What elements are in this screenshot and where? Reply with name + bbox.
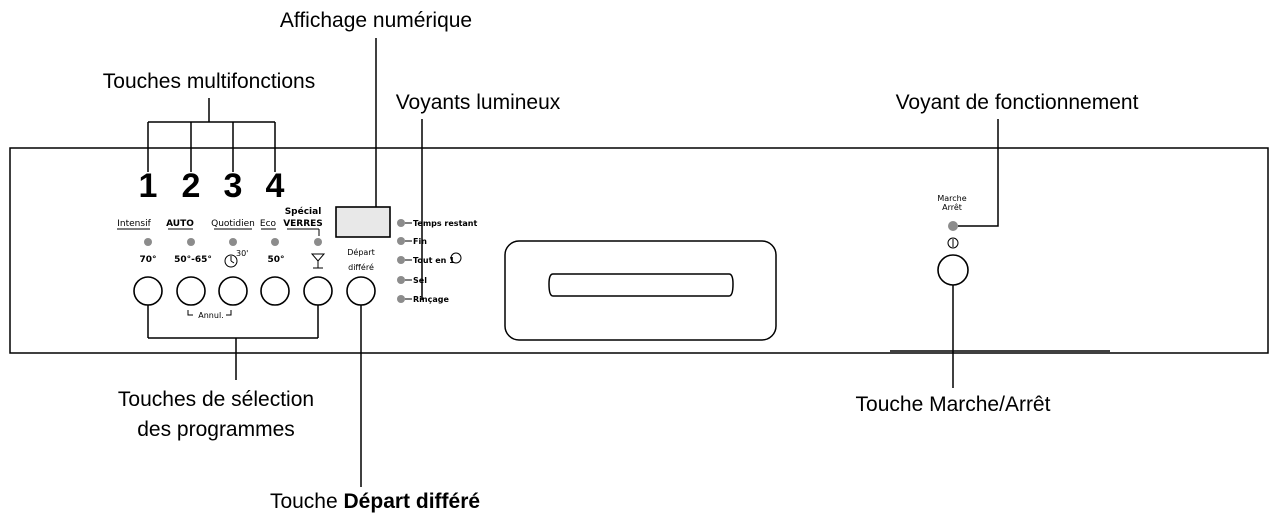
annul-label: Annul. — [198, 311, 223, 320]
multifunction-bracket — [147, 98, 276, 172]
program-button-3[interactable] — [218, 276, 248, 306]
program-label-quotidien: Quotidien — [211, 219, 255, 229]
glass-icon — [310, 253, 326, 269]
indicator-sel: Sel — [397, 276, 427, 285]
onoff-label-line2: Arrêt — [942, 202, 962, 212]
handle-recess — [504, 240, 777, 341]
program-label-auto: AUTO — [166, 219, 194, 229]
indicator-rincage: Rinçage — [397, 295, 449, 304]
svg-text:Fin: Fin — [413, 237, 427, 246]
program-label-special: Spécial — [285, 206, 322, 217]
temp-70: 70° — [139, 255, 156, 265]
indicator-fin: Fin — [397, 237, 427, 246]
program-button-4[interactable] — [260, 276, 290, 306]
program-led-1 — [144, 238, 152, 246]
callout-delay-key: Touche Départ différé — [270, 490, 480, 513]
svg-text:Temps restant: Temps restant — [413, 219, 477, 228]
callout-program-select-1: Touches de sélection — [118, 388, 314, 411]
callout-program-select-2: des programmes — [137, 418, 295, 441]
power-icon — [947, 237, 959, 249]
temp-50-65: 50°-65° — [174, 255, 212, 265]
program-led-2 — [187, 238, 195, 246]
svg-text:Tout en 1: Tout en 1 — [413, 256, 455, 265]
key-number-1: 1 — [139, 167, 158, 205]
operation-led — [948, 221, 958, 231]
key-number-2: 2 — [182, 167, 201, 205]
callout-multifunction: Touches multifonctions — [103, 70, 315, 93]
svg-text:Sel: Sel — [413, 276, 427, 285]
onoff-label-line1: Marche — [937, 194, 966, 203]
annul-bracket-left — [187, 310, 193, 316]
key-number-4: 4 — [266, 167, 285, 205]
indicator-temps-restant: Temps restant — [397, 219, 477, 228]
panel-outline — [9, 147, 1269, 354]
callout-indicators: Voyants lumineux — [396, 91, 561, 114]
clock-icon — [224, 254, 238, 268]
callout-onoff-key: Touche Marche/Arrêt — [856, 393, 1051, 416]
program-button-1[interactable] — [133, 276, 163, 306]
delay-label-line2: différé — [348, 262, 374, 272]
temp-50: 50° — [267, 255, 284, 265]
program-led-5 — [314, 238, 322, 246]
program-button-5[interactable] — [303, 276, 333, 306]
program-label-intensif: Intensif — [117, 219, 151, 229]
operation-leader-line — [958, 119, 999, 227]
program-led-3 — [229, 238, 237, 246]
svg-text:Rinçage: Rinçage — [413, 295, 449, 304]
program-selection-bracket — [147, 305, 319, 380]
callout-operation-light: Voyant de fonctionnement — [896, 91, 1139, 114]
program-button-2[interactable] — [176, 276, 206, 306]
key-number-3: 3 — [224, 167, 243, 205]
delay-label-line1: Départ — [347, 247, 375, 257]
digital-display — [335, 206, 391, 238]
program-label-verres: VERRES — [283, 219, 323, 229]
indicator-tout-en-1: Tout en 1 — [397, 252, 462, 265]
annul-bracket-right — [226, 310, 232, 316]
delay-start-button[interactable] — [346, 276, 376, 306]
program-led-4 — [271, 238, 279, 246]
onoff-button[interactable] — [937, 254, 969, 286]
door-handle[interactable] — [548, 273, 734, 297]
program-label-eco: Eco — [260, 219, 277, 229]
time-30: 30' — [236, 249, 248, 258]
tablet-icon — [450, 252, 462, 264]
callout-display: Affichage numérique — [280, 9, 472, 32]
